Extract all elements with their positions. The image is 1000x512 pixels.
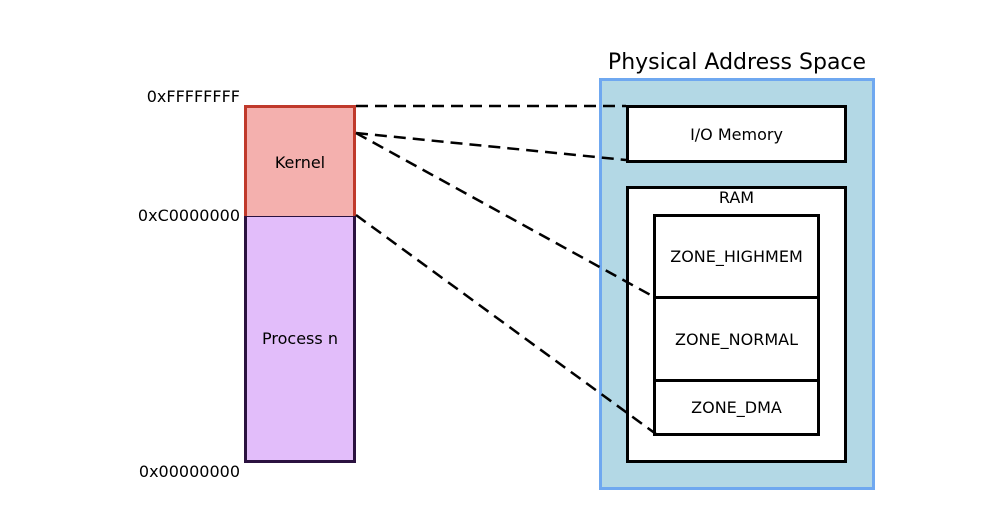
address-label-top: 0xFFFFFFFF [146, 87, 240, 106]
zone-highmem-label: ZONE_HIGHMEM [670, 247, 803, 266]
zone-highmem-region: ZONE_HIGHMEM [653, 214, 820, 299]
address-label-bottom: 0x00000000 [138, 462, 240, 481]
physical-address-space-title: Physical Address Space [607, 50, 867, 75]
io-memory-label: I/O Memory [690, 124, 783, 144]
zone-normal-label: ZONE_NORMAL [675, 329, 798, 349]
zone-normal-region: ZONE_NORMAL [653, 296, 820, 382]
io-memory-region: I/O Memory [626, 105, 847, 163]
process-region-label: Process n [262, 329, 338, 348]
kernel-region-label: Kernel [274, 152, 326, 172]
process-region: Process n [244, 214, 356, 463]
ram-label: RAM [718, 188, 755, 207]
zone-dma-label: ZONE_DMA [691, 398, 782, 417]
connector-kernel-to-io-bottom [355, 131, 627, 162]
kernel-region: Kernel [244, 105, 356, 216]
zone-dma-region: ZONE_DMA [653, 379, 820, 436]
address-label-kernel-start: 0xC0000000 [137, 206, 240, 225]
